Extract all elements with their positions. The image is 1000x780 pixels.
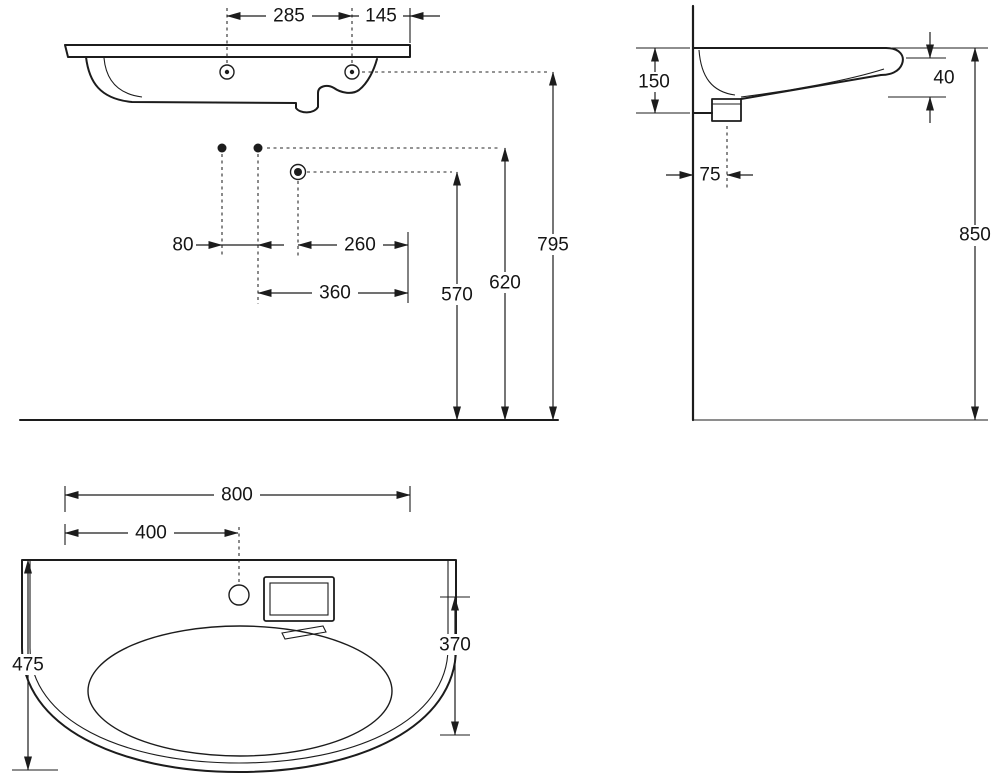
plan-overflow-slot: [281, 625, 327, 640]
plan-rim-inner-line: [29, 560, 449, 764]
dim-label-bg: [266, 5, 312, 26]
plan-outline: [21, 559, 457, 773]
dim-label-bg: [530, 234, 576, 255]
fixing-hole-right: [253, 143, 263, 153]
tap-hole-right-center: [349, 69, 355, 75]
dim-drain-height: 570: [434, 171, 480, 421]
front-basin-underside: [85, 56, 378, 114]
dim-label-370: 370: [439, 635, 471, 656]
dim-label-285: 285: [273, 6, 305, 27]
tap-hole-right: [344, 64, 360, 80]
fixing-hole-left: [217, 143, 227, 153]
plan-overflow-inner: [269, 582, 329, 616]
dim-overall-height: 850: [892, 47, 998, 421]
dim-fixing-hole-spacing: 80: [172, 235, 284, 256]
tap-hole-left-center: [224, 69, 230, 75]
side-basin-underside: [740, 74, 882, 100]
side-basin-nose: [880, 47, 904, 76]
dim-label-bg: [128, 523, 174, 544]
dim-label-795: 795: [537, 235, 569, 256]
dim-drain-to-edge: 260: [297, 235, 409, 256]
plan-overflow-outer: [263, 576, 335, 622]
dim-label-360: 360: [319, 283, 351, 304]
side-bowl-back: [698, 49, 736, 96]
dim-rim-height: 795: [530, 71, 576, 421]
dim-label-145: 145: [365, 6, 397, 27]
drain-outlet: [289, 163, 307, 181]
tap-hole-left: [219, 64, 235, 80]
dim-label-bg: [482, 272, 528, 293]
dim-drain-wall-offset: 75: [666, 165, 753, 186]
front-basin-inner-line: [103, 57, 143, 98]
dim-apron-height: 40: [888, 32, 955, 123]
dim-label-bg: [632, 72, 676, 92]
dim-label-850: 850: [959, 225, 991, 246]
dim-label-80: 80: [172, 235, 193, 256]
dim-label-400: 400: [135, 523, 167, 544]
dim-tap-center-offset: 400: [64, 523, 239, 545]
dim-fixing-height: 620: [482, 147, 528, 421]
side-drain-box: [711, 98, 742, 122]
dim-label-bg: [434, 284, 480, 305]
front-basin-rim: [64, 44, 411, 58]
dim-label-800: 800: [221, 485, 253, 506]
dim-overall-depth: 475: [5, 559, 58, 771]
dim-label-bg: [432, 634, 478, 655]
dim-label-150: 150: [638, 72, 670, 93]
dim-label-75: 75: [699, 165, 720, 186]
dim-label-40: 40: [933, 68, 954, 89]
dim-front-depth: 370: [432, 596, 478, 736]
side-bowl-front-slope: [740, 68, 885, 98]
dim-tap-to-edge: 145: [352, 5, 440, 27]
dim-fixing-span: 360: [257, 283, 409, 304]
drain-outlet-center: [294, 168, 302, 176]
dim-label-260: 260: [344, 235, 376, 256]
dim-label-475: 475: [12, 655, 44, 676]
dim-label-bg: [359, 5, 403, 26]
dim-tap-hole-spacing: 285: [226, 5, 353, 27]
plan-view: 800 400 475 370: [5, 485, 478, 773]
dim-label-620: 620: [489, 273, 521, 294]
plan-tap-hole: [228, 584, 250, 606]
dim-label-bg: [312, 283, 358, 304]
dim-label-bg: [337, 235, 383, 256]
front-view: 285 145 80 260 360: [19, 5, 576, 421]
dim-overall-width: 800: [64, 485, 411, 512]
dim-label-bg: [214, 485, 260, 506]
dim-label-bg: [5, 654, 51, 675]
dim-label-570: 570: [441, 285, 473, 306]
side-view: 150 40 75 850: [632, 4, 998, 422]
dim-basin-depth-front: 150: [632, 47, 690, 114]
plan-bowl-oval: [87, 625, 393, 757]
dim-label-bg: [952, 225, 998, 246]
